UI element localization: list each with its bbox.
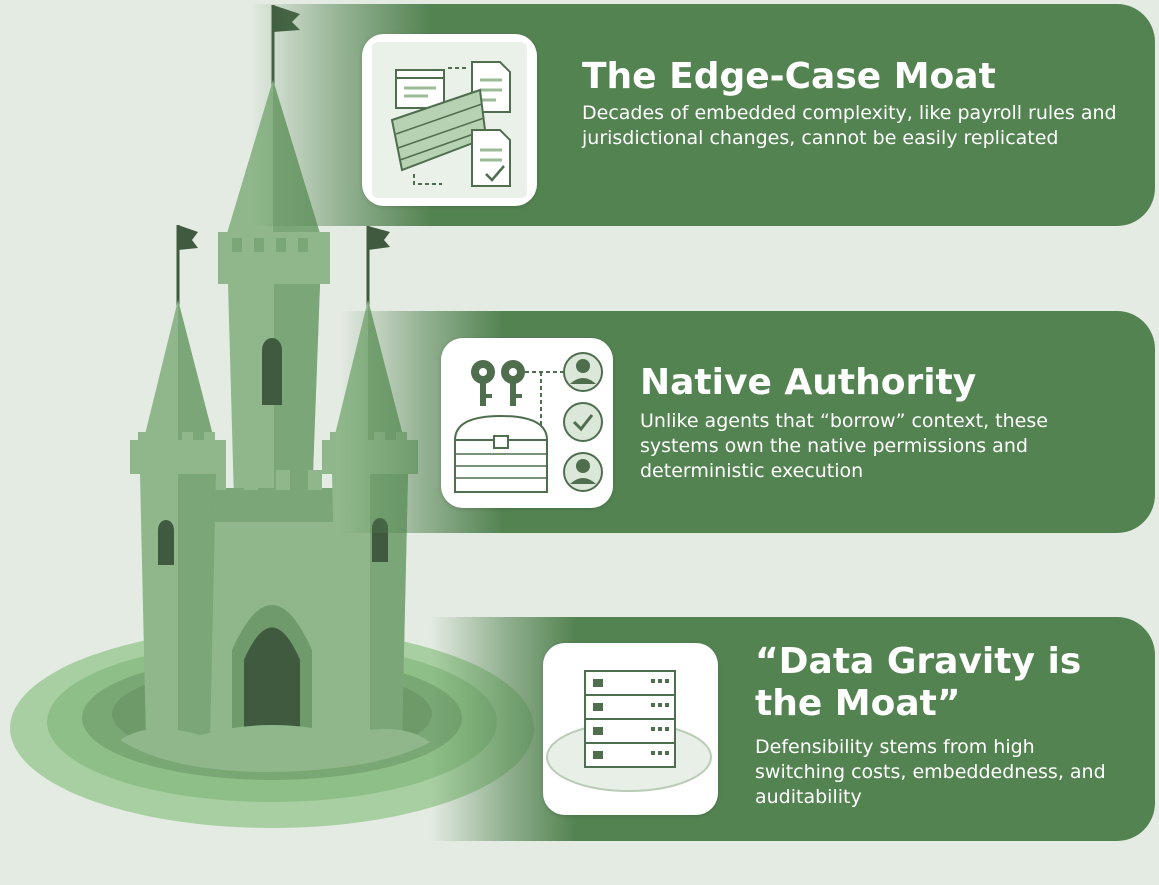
keys-chest-users-icon <box>453 352 603 493</box>
card-title: The Edge-Case Moat <box>582 56 996 97</box>
server-stack-icon <box>546 670 712 792</box>
card-description: Decades of embedded complexity, like pay… <box>582 102 1117 149</box>
icon-tile <box>543 643 718 815</box>
icon-tile <box>362 34 537 206</box>
card-description: Defensibility stems from high switching … <box>755 736 1106 808</box>
card-title: “Data Gravity is the Moat” <box>755 641 1082 724</box>
brick-wall-documents-icon <box>372 42 527 198</box>
card-description: Unlike agents that “borrow” context, the… <box>640 410 1048 482</box>
card-title: Native Authority <box>640 362 977 403</box>
icon-tile <box>441 338 613 508</box>
